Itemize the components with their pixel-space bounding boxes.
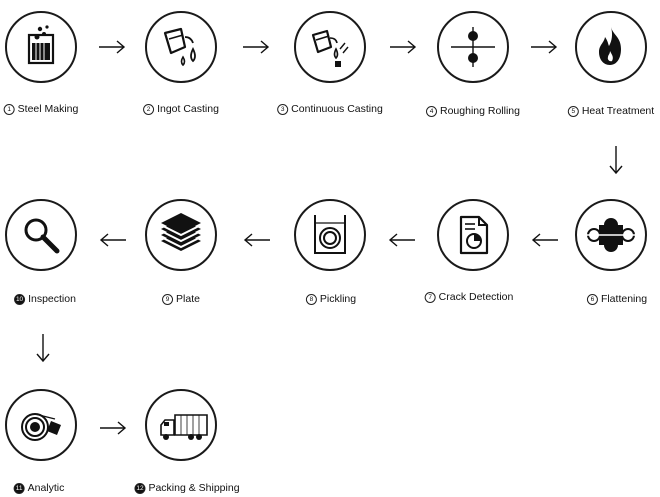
ladle-drip-icon <box>294 11 366 83</box>
arrow-right-icon <box>389 40 417 54</box>
truck-icon <box>145 389 217 461</box>
arrow-down-icon <box>36 333 50 363</box>
coil-analysis-icon <box>5 389 77 461</box>
arrow-left-icon <box>243 233 271 247</box>
arrow-right-icon <box>99 421 127 435</box>
flame-icon <box>575 11 647 83</box>
arrow-left-icon <box>531 233 559 247</box>
report-document-icon <box>437 199 509 271</box>
rollers-icon <box>437 11 509 83</box>
arrow-right-icon <box>242 40 270 54</box>
arrow-left-icon <box>99 233 127 247</box>
arrow-right-icon <box>98 40 126 54</box>
beaker-icon <box>5 11 77 83</box>
pickling-tank-icon <box>294 199 366 271</box>
arrow-left-icon <box>388 233 416 247</box>
arrow-down-icon <box>609 145 623 175</box>
flattening-rollers-icon <box>575 199 647 271</box>
magnifier-icon <box>5 199 77 271</box>
stacked-plates-icon <box>145 199 217 271</box>
ladle-pour-icon <box>145 11 217 83</box>
arrow-right-icon <box>530 40 558 54</box>
